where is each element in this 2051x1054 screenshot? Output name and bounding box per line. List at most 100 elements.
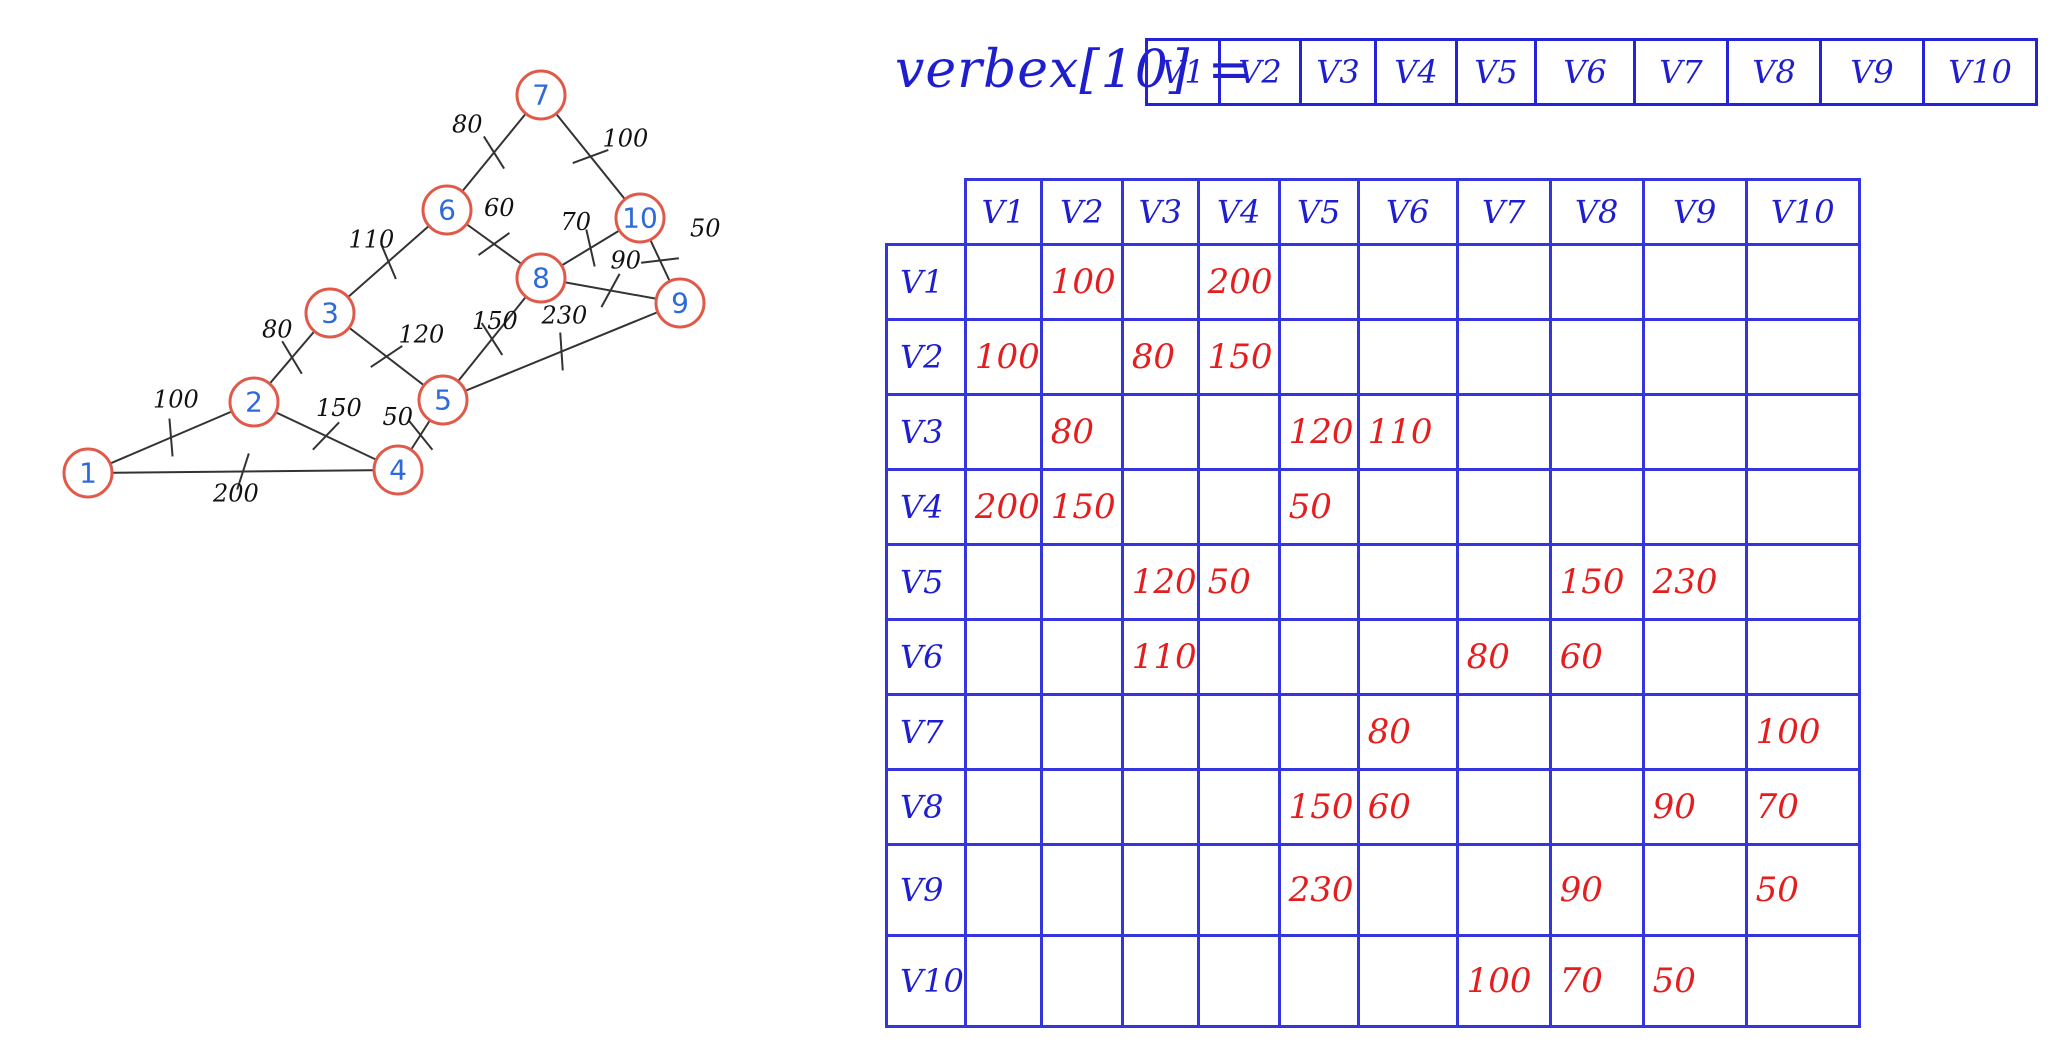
matrix-cell: 70: [1548, 934, 1645, 1028]
matrix-cell: [1196, 393, 1281, 471]
matrix-row-header: V2: [885, 318, 967, 396]
matrix-cell: 80: [1455, 618, 1552, 696]
matrix-cell: 150: [1548, 543, 1645, 621]
matrix-cell: [1277, 318, 1360, 396]
node-circle: [372, 444, 424, 496]
array-cell: V5: [1458, 41, 1537, 103]
matrix-cell: [1744, 543, 1861, 621]
node-2: 2: [228, 376, 280, 428]
strike-mark: [236, 453, 250, 490]
matrix-cell: [1039, 843, 1124, 937]
matrix-cell: [1039, 768, 1124, 846]
array-cell: V4: [1377, 41, 1458, 103]
node-circle: [228, 376, 280, 428]
matrix-cell: [1039, 543, 1124, 621]
array-cell: V6: [1537, 41, 1636, 103]
matrix-cell: 60: [1548, 618, 1645, 696]
matrix-cell: [1641, 843, 1748, 937]
matrix-col-header: V6: [1356, 178, 1459, 246]
edge-weight-label: 100: [153, 386, 199, 414]
strike-mark: [600, 273, 621, 308]
matrix-cell: [1039, 693, 1124, 771]
matrix-cell: 80: [1356, 693, 1459, 771]
edge-weight-label: 50: [383, 403, 414, 431]
matrix-cell: [963, 693, 1043, 771]
node-label: 4: [389, 454, 407, 487]
matrix-cell: [1120, 243, 1200, 321]
node-circle: [417, 374, 469, 426]
matrix-cell: [1455, 318, 1552, 396]
matrix-cell: [963, 843, 1043, 937]
matrix-cell: [1744, 618, 1861, 696]
edge-weight-label: 110: [349, 226, 395, 254]
edge-9-10: 50: [639, 215, 721, 304]
edge-weight-label: 100: [603, 125, 649, 153]
matrix-cell: [1120, 468, 1200, 546]
node-label: 7: [532, 79, 550, 112]
matrix-cell: 50: [1196, 543, 1281, 621]
matrix-cell: 200: [963, 468, 1043, 546]
matrix-col-header: V5: [1277, 178, 1360, 246]
array-cell: V9: [1822, 41, 1925, 103]
matrix-cell: 50: [1277, 468, 1360, 546]
matrix-cell: 90: [1641, 768, 1748, 846]
matrix-col-header: V4: [1196, 178, 1281, 246]
edge-1-2: 100: [87, 386, 255, 474]
node-circle: [515, 252, 567, 304]
strike-mark: [585, 229, 596, 267]
node-label: 2: [245, 386, 263, 419]
node-6: 6: [421, 184, 473, 236]
matrix-col-header: V3: [1120, 178, 1200, 246]
matrix-row: V7 80 100: [885, 693, 1861, 771]
matrix-cell: 120: [1120, 543, 1200, 621]
node-1: 1: [62, 447, 114, 499]
matrix-cell: 50: [1641, 934, 1748, 1028]
edge-weight-label: 50: [690, 215, 721, 243]
matrix-row-header: V4: [885, 468, 967, 546]
node-label: 1: [79, 457, 97, 490]
node-3: 3: [304, 287, 356, 339]
matrix-row-header: V7: [885, 693, 967, 771]
array-cell: V1: [1148, 41, 1221, 103]
matrix-cell: [1641, 693, 1748, 771]
matrix-col-header: V9: [1641, 178, 1748, 246]
matrix-cell: [1039, 618, 1124, 696]
matrix-cell: [1356, 243, 1459, 321]
matrix-cell: [1455, 843, 1552, 937]
matrix-cell: [1744, 934, 1861, 1028]
node-5: 5: [417, 374, 469, 426]
node-circle: [304, 287, 356, 339]
matrix-cell: 100: [963, 318, 1043, 396]
node-circle: [614, 192, 666, 244]
node-label: 5: [434, 384, 452, 417]
node-label: 6: [438, 194, 456, 227]
matrix-cell: [1455, 468, 1552, 546]
matrix-cell: 100: [1744, 693, 1861, 771]
edge-5-9: 230: [442, 302, 681, 401]
matrix-cell: [1744, 318, 1861, 396]
matrix-cell: [1455, 393, 1552, 471]
node-circle: [421, 184, 473, 236]
matrix-cell: [1356, 934, 1459, 1028]
matrix-cell: 230: [1641, 543, 1748, 621]
array-cell: V8: [1729, 41, 1822, 103]
edge-weight-label: 150: [316, 394, 362, 422]
strike-mark: [483, 135, 505, 170]
matrix-cell: [1196, 618, 1281, 696]
matrix-row-header: V8: [885, 768, 967, 846]
matrix-row-header: V1: [885, 243, 967, 321]
matrix-cell: 100: [1455, 934, 1552, 1028]
matrix-cell: [1548, 243, 1645, 321]
matrix-cell: [1277, 243, 1360, 321]
strike-mark: [480, 322, 504, 356]
matrix-col-header: V7: [1455, 178, 1552, 246]
matrix-cell: [1548, 318, 1645, 396]
matrix-cell: 230: [1277, 843, 1360, 937]
matrix-cell: [963, 243, 1043, 321]
